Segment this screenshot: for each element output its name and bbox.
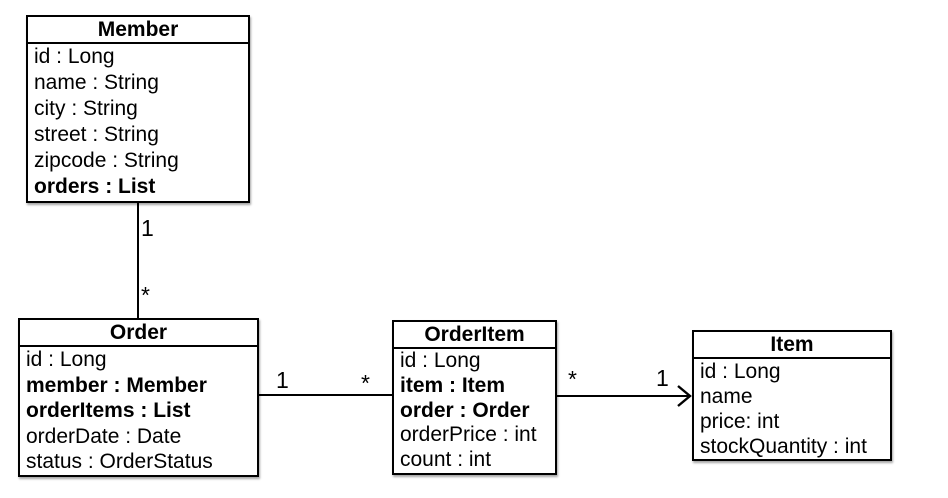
class-box-order: Order id : Long member : Member orderIte… bbox=[18, 318, 259, 477]
multiplicity-label: * bbox=[361, 370, 370, 396]
attribute-row: stockQuantity : int bbox=[700, 435, 867, 458]
class-title-item: Item bbox=[694, 332, 890, 359]
attribute-row: member : Member bbox=[26, 373, 207, 397]
multiplicity-label: 1 bbox=[141, 215, 154, 241]
class-box-orderitem: OrderItem id : Long item : Item order : … bbox=[392, 320, 557, 475]
attribute-row: zipcode : String bbox=[34, 149, 179, 173]
attribute-row: orderDate : Date bbox=[26, 424, 182, 448]
class-attributes-item: id : Long name price: int stockQuantity … bbox=[694, 359, 890, 459]
attribute-row: id : Long bbox=[700, 360, 781, 383]
attribute-row: orderPrice : int bbox=[400, 423, 537, 447]
attribute-row: street : String bbox=[34, 123, 159, 147]
multiplicity-label: * bbox=[568, 366, 577, 392]
attribute-row: orders : List bbox=[34, 175, 156, 199]
class-attributes-member: id : Long name : String city : String st… bbox=[28, 44, 248, 201]
attribute-row: city : String bbox=[34, 97, 138, 121]
class-title-order: Order bbox=[20, 320, 257, 347]
attribute-row: name : String bbox=[34, 71, 159, 95]
attribute-row: order : Order bbox=[400, 398, 530, 422]
attribute-row: name bbox=[700, 385, 753, 408]
multiplicity-label: 1 bbox=[656, 365, 669, 391]
attribute-row: item : Item bbox=[400, 373, 506, 397]
multiplicity-label: * bbox=[141, 282, 150, 308]
attribute-row: price: int bbox=[700, 410, 780, 433]
attribute-row: id : Long bbox=[400, 349, 481, 372]
class-attributes-order: id : Long member : Member orderItems : L… bbox=[20, 347, 257, 475]
multiplicity-label: 1 bbox=[276, 367, 289, 393]
association-line-orderitem-item bbox=[557, 395, 688, 397]
association-line-order-orderitem bbox=[259, 394, 392, 396]
attribute-row: id : Long bbox=[26, 348, 107, 371]
attribute-row: orderItems : List bbox=[26, 399, 191, 423]
open-arrowhead-icon bbox=[677, 385, 692, 407]
association-line-member-order bbox=[137, 203, 139, 318]
attribute-row: count : int bbox=[400, 448, 492, 472]
class-attributes-orderitem: id : Long item : Item order : Order orde… bbox=[394, 349, 555, 473]
attribute-row: status : OrderStatus bbox=[26, 450, 213, 474]
class-title-member: Member bbox=[28, 17, 248, 44]
class-title-orderitem: OrderItem bbox=[394, 322, 555, 349]
attribute-row: id : Long bbox=[34, 45, 115, 68]
class-box-member: Member id : Long name : String city : St… bbox=[26, 15, 250, 203]
class-box-item: Item id : Long name price: int stockQuan… bbox=[692, 330, 892, 461]
